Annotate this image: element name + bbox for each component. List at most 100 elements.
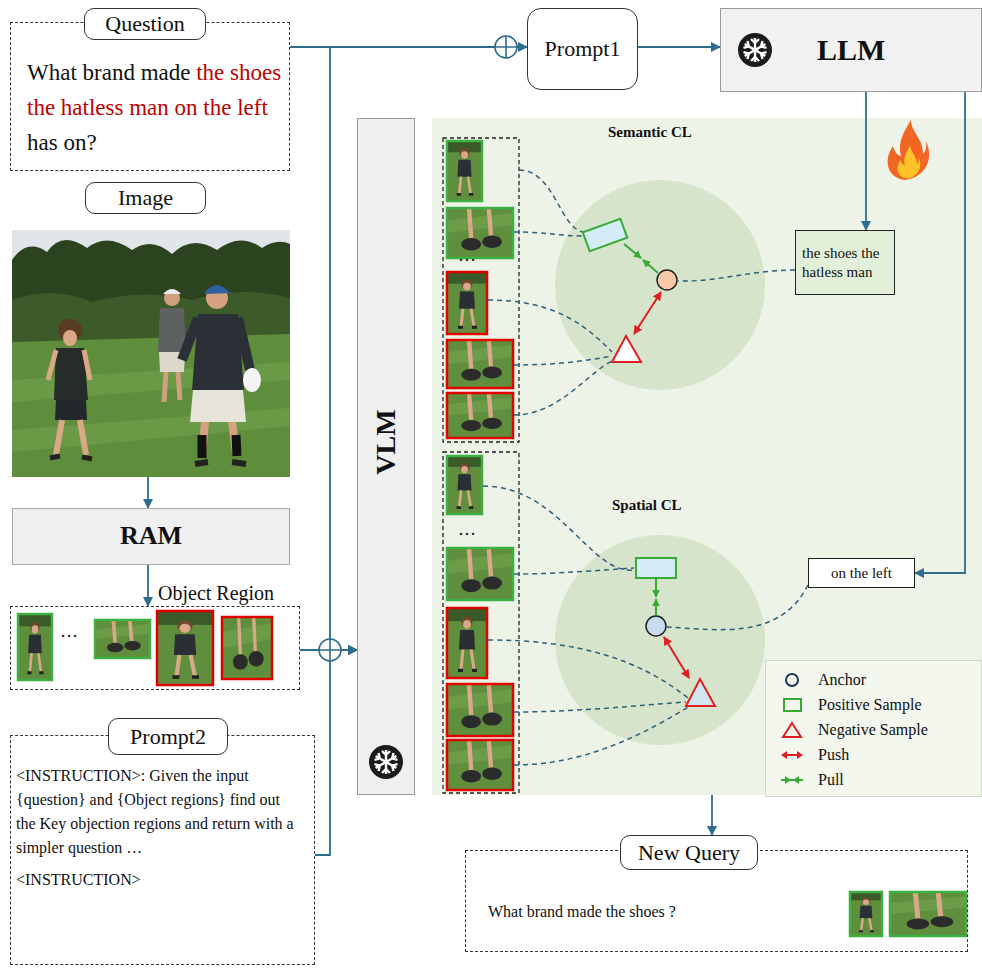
body-text: What brand made the shoes the hatless ma… <box>27 55 283 160</box>
leader-curves <box>667 585 808 630</box>
leader-curves <box>514 360 614 415</box>
input-photo <box>243 368 261 392</box>
leader-curves <box>483 170 808 765</box>
concat-symbol <box>495 36 517 58</box>
input-photo <box>182 318 250 370</box>
body-text: What brand made the shoes ? <box>488 901 957 923</box>
trainable-icon <box>888 120 930 180</box>
contrastive-samples <box>686 679 715 706</box>
contrastive-samples <box>664 637 689 678</box>
input-photo <box>50 456 92 459</box>
input-photo <box>55 400 87 420</box>
input-photo <box>12 230 290 477</box>
label-holder: Spatial CL <box>612 497 682 514</box>
heading-tab: New Query <box>620 835 758 870</box>
pull-symbol <box>781 779 803 781</box>
embedding-space <box>555 180 765 745</box>
legend-text: Pull <box>818 771 844 789</box>
connector <box>915 92 965 573</box>
body-text: <INSTRUCTION> <box>16 868 300 892</box>
ellipsis-label: … <box>458 248 476 262</box>
label-holder: … <box>458 522 476 536</box>
contrastive-samples <box>634 292 661 334</box>
push-symbol <box>786 754 798 756</box>
heading-text: Image <box>118 185 173 211</box>
leader-curves <box>483 486 634 570</box>
frozen-icon <box>369 745 403 779</box>
semantic-crops <box>443 138 519 442</box>
query-crops <box>850 892 882 936</box>
legend-row: Pull <box>778 767 977 792</box>
leader-curves <box>488 640 688 698</box>
spatial-crops <box>447 608 487 678</box>
dashed-frame: <INSTRUCTION>: Given the input {question… <box>10 735 315 965</box>
contrastive-samples <box>583 219 627 251</box>
label-holder: … <box>458 248 476 262</box>
leader-curves <box>519 170 584 232</box>
panel-fills <box>720 8 982 92</box>
connector <box>638 46 720 48</box>
region-crops <box>95 620 150 658</box>
contrastive-samples <box>624 244 641 258</box>
query-crops <box>890 892 966 936</box>
box-text: Prompt1 <box>545 35 621 63</box>
contrastive-samples <box>657 270 677 290</box>
region-crops <box>18 611 272 685</box>
embedding-space <box>555 180 765 390</box>
query-crops <box>850 892 966 936</box>
section-title: Spatial CL <box>612 497 682 514</box>
label-holder: Semantic CL <box>608 124 692 141</box>
input-photo <box>164 290 180 306</box>
connector <box>315 650 357 855</box>
ellipsis-label: … <box>458 522 476 536</box>
semantic-crops <box>447 272 487 334</box>
spatial-crops <box>447 684 513 736</box>
model-bar: VLM <box>357 118 415 795</box>
positive-symbol <box>784 699 801 711</box>
input-photo <box>12 240 290 348</box>
connector <box>865 92 867 230</box>
contrastive-samples <box>655 579 657 597</box>
semantic-crops <box>447 393 513 438</box>
leader-curves <box>488 300 612 352</box>
trainable-icon <box>888 120 930 180</box>
legend-text: Positive Sample <box>818 696 922 714</box>
input-photo <box>12 292 290 342</box>
spatial-crops <box>447 608 487 678</box>
semantic-crops <box>443 138 519 442</box>
legend-text: Anchor <box>818 671 866 689</box>
region-crops <box>95 620 150 658</box>
legend-box: AnchorPositive SampleNegative SamplePush… <box>765 660 982 797</box>
push-symbol <box>781 751 787 759</box>
heading-tab: Prompt2 <box>108 718 228 755</box>
input-photo <box>202 422 236 455</box>
phrase-box: on the left <box>808 558 915 588</box>
region-crops <box>18 614 52 680</box>
leader-curves <box>514 232 584 236</box>
connector <box>147 565 149 606</box>
frozen-icon <box>374 753 399 772</box>
legend-row: Anchor <box>778 667 977 692</box>
semantic-crops <box>447 208 513 258</box>
contrastive-samples <box>643 260 658 273</box>
semantic-crops <box>447 141 482 201</box>
pull-symbol <box>793 776 799 784</box>
legend-symbol <box>778 746 808 764</box>
input-photo <box>56 420 86 455</box>
legend-symbol <box>778 696 808 714</box>
legend-symbol <box>778 771 808 789</box>
region-crops <box>18 614 52 680</box>
box-text: on the left <box>831 564 892 583</box>
semantic-crops <box>447 340 513 388</box>
label-holder: … <box>60 624 78 638</box>
box-text: the shoes the hatless man <box>802 244 888 282</box>
concat-symbol <box>319 639 341 661</box>
prompt-panel: Prompt2<INSTRUCTION>: Given the input {q… <box>10 718 315 965</box>
trainable-icon <box>897 146 920 179</box>
spatial-crops <box>443 452 519 793</box>
input-photo <box>12 408 290 452</box>
connector <box>147 477 149 508</box>
spatial-crops <box>447 684 513 736</box>
region-box: Object Region <box>10 606 300 690</box>
heading-tab: Image <box>85 182 206 214</box>
